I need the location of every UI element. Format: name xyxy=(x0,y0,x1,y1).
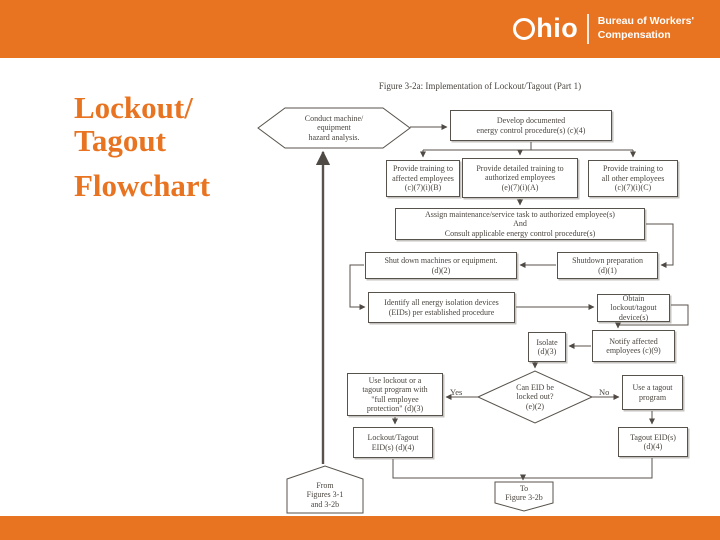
ohio-wordmark-text: hio xyxy=(536,13,579,43)
node-shutdown-machines: Shut down machines or equipment. (d)(2) xyxy=(365,252,517,279)
node-notify-employees: Notify affected employees (c)(9) xyxy=(592,330,675,362)
hexagon-conduct-label: Conduct machine/ equipment hazard analys… xyxy=(304,113,364,142)
node-shutdown-preparation: Shutdown preparation (d)(1) xyxy=(557,252,658,279)
hexagon-conduct-analysis xyxy=(257,107,411,149)
node-identify-eids: Identify all energy isolation devices (E… xyxy=(368,292,515,323)
node-use-tagout-program: Use a tagout program xyxy=(622,375,683,410)
node-obtain-devices: Obtain lockout/tagout device(s) xyxy=(597,294,670,322)
node-lockout-tagout-eids: Lockout/Tagout EID(s) (d)(4) xyxy=(353,427,433,458)
bottom-banner xyxy=(0,516,720,540)
ohio-o-ring-icon xyxy=(513,17,536,40)
figure-caption: Figure 3-2a: Implementation of Lockout/T… xyxy=(378,81,582,91)
slide-title: Lockout/ Tagout Flowchart xyxy=(74,90,211,203)
node-isolate: Isolate (d)(3) xyxy=(528,332,566,362)
bureau-text: Bureau of Workers' Compensation xyxy=(598,15,694,42)
logo-divider xyxy=(587,13,589,44)
decision-diamond-label: Can EID be locked out? (e)(2) xyxy=(516,382,554,411)
bureau-line2: Compensation xyxy=(597,28,671,41)
connector-from-label: From Figures 3-1 and 3-2b xyxy=(306,480,344,509)
yes-label: Yes xyxy=(450,387,463,397)
node-assign-task: Assign maintenance/service task to autho… xyxy=(395,208,645,240)
top-banner: hio Bureau of Workers' Compensation xyxy=(0,0,720,58)
node-use-lockout-program: Use lockout or a tagout program with "fu… xyxy=(347,373,443,416)
no-label: No xyxy=(599,387,610,397)
node-tagout-eids: Tagout EID(s) (d)(4) xyxy=(618,427,688,457)
node-train-other: Provide training to all other employees … xyxy=(588,160,678,197)
node-train-authorized: Provide detailed training to authorized … xyxy=(462,158,578,198)
connector-from-shape xyxy=(286,465,364,514)
bureau-line1: Bureau of Workers' xyxy=(597,14,694,27)
connector-to-label: To Figure 3-2b xyxy=(505,483,543,502)
connector-to-shape xyxy=(494,481,554,512)
node-develop-procedures: Develop documented energy control proced… xyxy=(450,110,612,141)
node-train-affected: Provide training to affected employees (… xyxy=(386,160,460,197)
ohio-wordmark: hio xyxy=(513,13,578,44)
slide-title-line1: Lockout/ xyxy=(74,90,193,125)
slide-title-line3: Flowchart xyxy=(74,167,211,203)
slide-title-line2: Tagout xyxy=(74,122,166,158)
ohio-bwc-logo: hio Bureau of Workers' Compensation xyxy=(513,13,694,44)
